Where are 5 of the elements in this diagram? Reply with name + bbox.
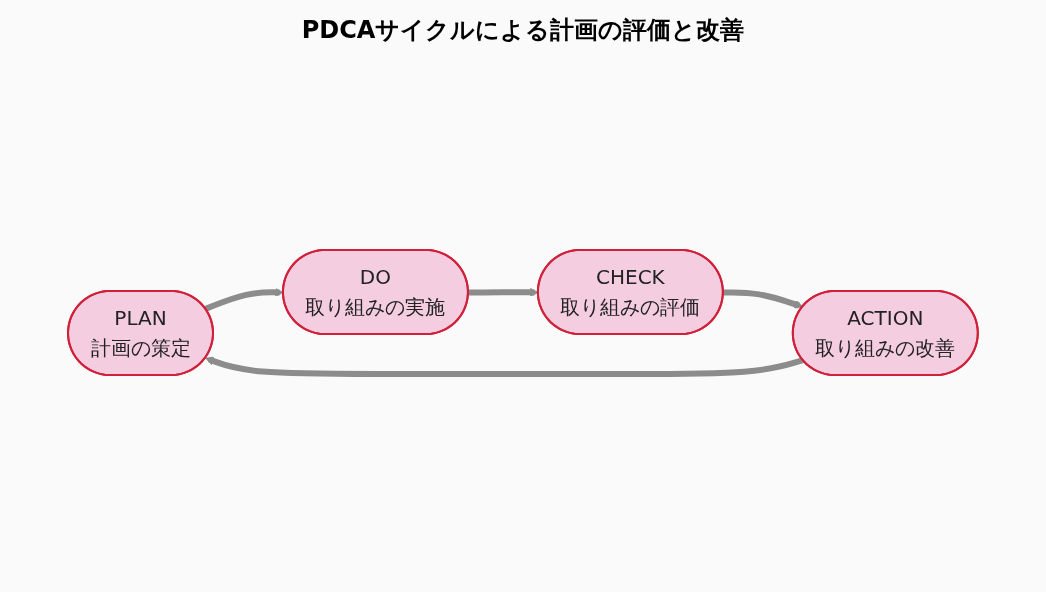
arrow	[468, 287, 539, 297]
arrow	[204, 287, 284, 312]
diagram-title: PDCAサイクルによる計画の評価と改善	[300, 15, 746, 46]
arrow	[205, 356, 804, 377]
arrow	[723, 288, 804, 308]
